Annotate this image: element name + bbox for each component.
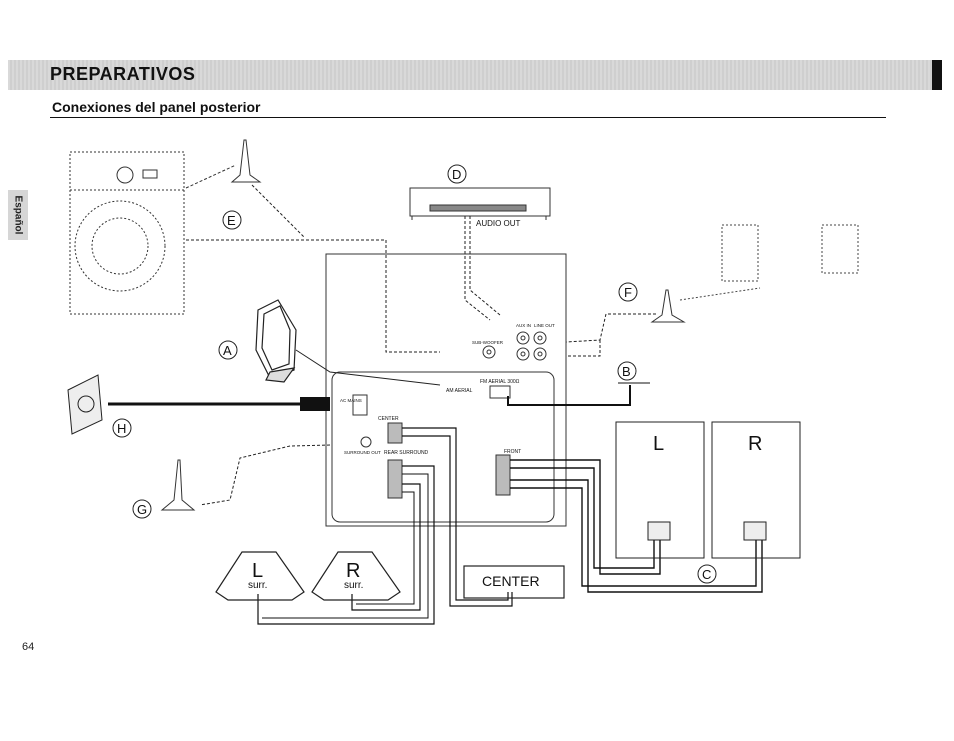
am-aerial-label: AM AERIAL bbox=[446, 388, 473, 394]
small-speakers bbox=[721, 224, 859, 282]
wire-center bbox=[402, 427, 509, 601]
fm-aerial-label: FM AERIAL 300Ω bbox=[480, 379, 520, 385]
surr-left-text: surr. bbox=[248, 580, 267, 591]
aux-line-jacks bbox=[482, 331, 547, 361]
center-speaker bbox=[463, 565, 565, 599]
cable-e bbox=[186, 239, 440, 353]
ac-mains-label: AC MAINS bbox=[340, 398, 362, 403]
surr-right-letter: R bbox=[346, 560, 360, 582]
callout-a: A bbox=[223, 343, 232, 358]
callout-f: F bbox=[624, 285, 632, 300]
center-speaker-label: CENTER bbox=[482, 573, 540, 589]
callout-markers bbox=[112, 164, 717, 584]
front-right-label: R bbox=[748, 433, 762, 455]
page-title: PREPARATIVOS bbox=[50, 64, 196, 84]
center-terminal-label: CENTER bbox=[378, 416, 399, 422]
language-tab: Español bbox=[8, 190, 28, 240]
am-loop-antenna bbox=[255, 299, 297, 383]
callout-d: D bbox=[452, 167, 461, 182]
callout-h: H bbox=[117, 421, 126, 436]
surr-left-letter: L bbox=[252, 560, 263, 582]
front-speaker-right bbox=[711, 421, 801, 559]
front-speaker-left bbox=[615, 421, 705, 559]
fm-wire-b bbox=[507, 385, 631, 406]
surr-right-text: surr. bbox=[344, 580, 363, 591]
wire-surr-r bbox=[351, 483, 421, 611]
callout-g: G bbox=[137, 502, 147, 517]
cable-g bbox=[199, 444, 331, 506]
page-number: 64 bbox=[22, 641, 35, 653]
cable-f bbox=[565, 313, 656, 343]
callout-e: E bbox=[227, 213, 236, 228]
audio-out-label: AUDIO OUT bbox=[476, 219, 521, 228]
wire-front-l bbox=[510, 459, 661, 575]
section-subtitle: Conexiones del panel posterior bbox=[52, 99, 261, 115]
callout-c: C bbox=[702, 567, 711, 582]
line-out-label: LINE OUT bbox=[534, 323, 555, 328]
fm-antenna-e bbox=[185, 139, 262, 189]
fm-antenna-g bbox=[160, 459, 196, 511]
header-bar-end bbox=[932, 60, 942, 90]
sub-woofer-label: SUB-WOOFER bbox=[472, 340, 504, 345]
wire-front-r bbox=[510, 479, 763, 593]
subwoofer-unit bbox=[69, 151, 185, 315]
terminal-blocks bbox=[387, 422, 511, 499]
rear-surround-label: REAR SURROUND bbox=[384, 450, 429, 456]
surround-speaker-left bbox=[215, 551, 305, 601]
header-bar bbox=[8, 60, 942, 90]
external-device-d bbox=[409, 187, 551, 220]
wall-socket bbox=[67, 374, 103, 435]
surround-speaker-right bbox=[311, 551, 401, 601]
surround-out-label: SURROUND OUT bbox=[344, 450, 381, 455]
wire-surr-l bbox=[257, 465, 435, 625]
main-unit bbox=[325, 253, 567, 527]
fm-antenna-f bbox=[650, 289, 686, 323]
cable-d bbox=[464, 216, 491, 321]
front-left-label: L bbox=[653, 433, 664, 455]
callout-b: B bbox=[622, 364, 631, 379]
subtitle-rule bbox=[50, 117, 886, 118]
front-terminal-label: FRONT bbox=[504, 449, 521, 455]
aux-in-label: AUX IN bbox=[516, 323, 531, 328]
